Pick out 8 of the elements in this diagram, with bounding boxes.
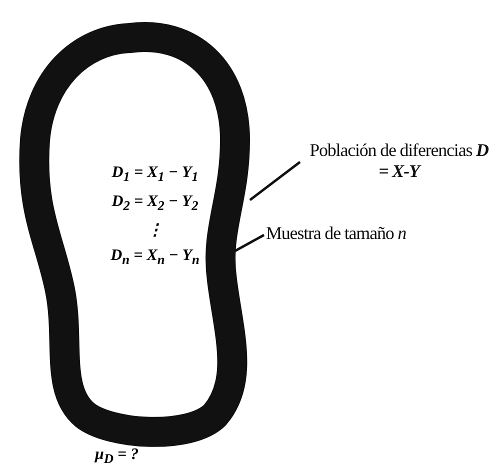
leader-line: [249, 161, 301, 201]
equation: D$_{2}$ = X$_{2}$ − Y$_{2}$: [110, 192, 200, 216]
equation: D$_{1}$ = X$_{1}$ − Y$_{1}$: [110, 163, 200, 186]
caption-text: Población de diferencias D = X-Y: [303, 140, 495, 182]
equation: D$_{n}$ = X$_{n}$ − Y$_{n}$: [110, 246, 200, 270]
caption-text: Muestra de tamaño n: [266, 223, 496, 244]
mean-label: μ$_{D}$ = ?: [95, 445, 139, 468]
ellipsis: ⋮: [146, 221, 164, 242]
